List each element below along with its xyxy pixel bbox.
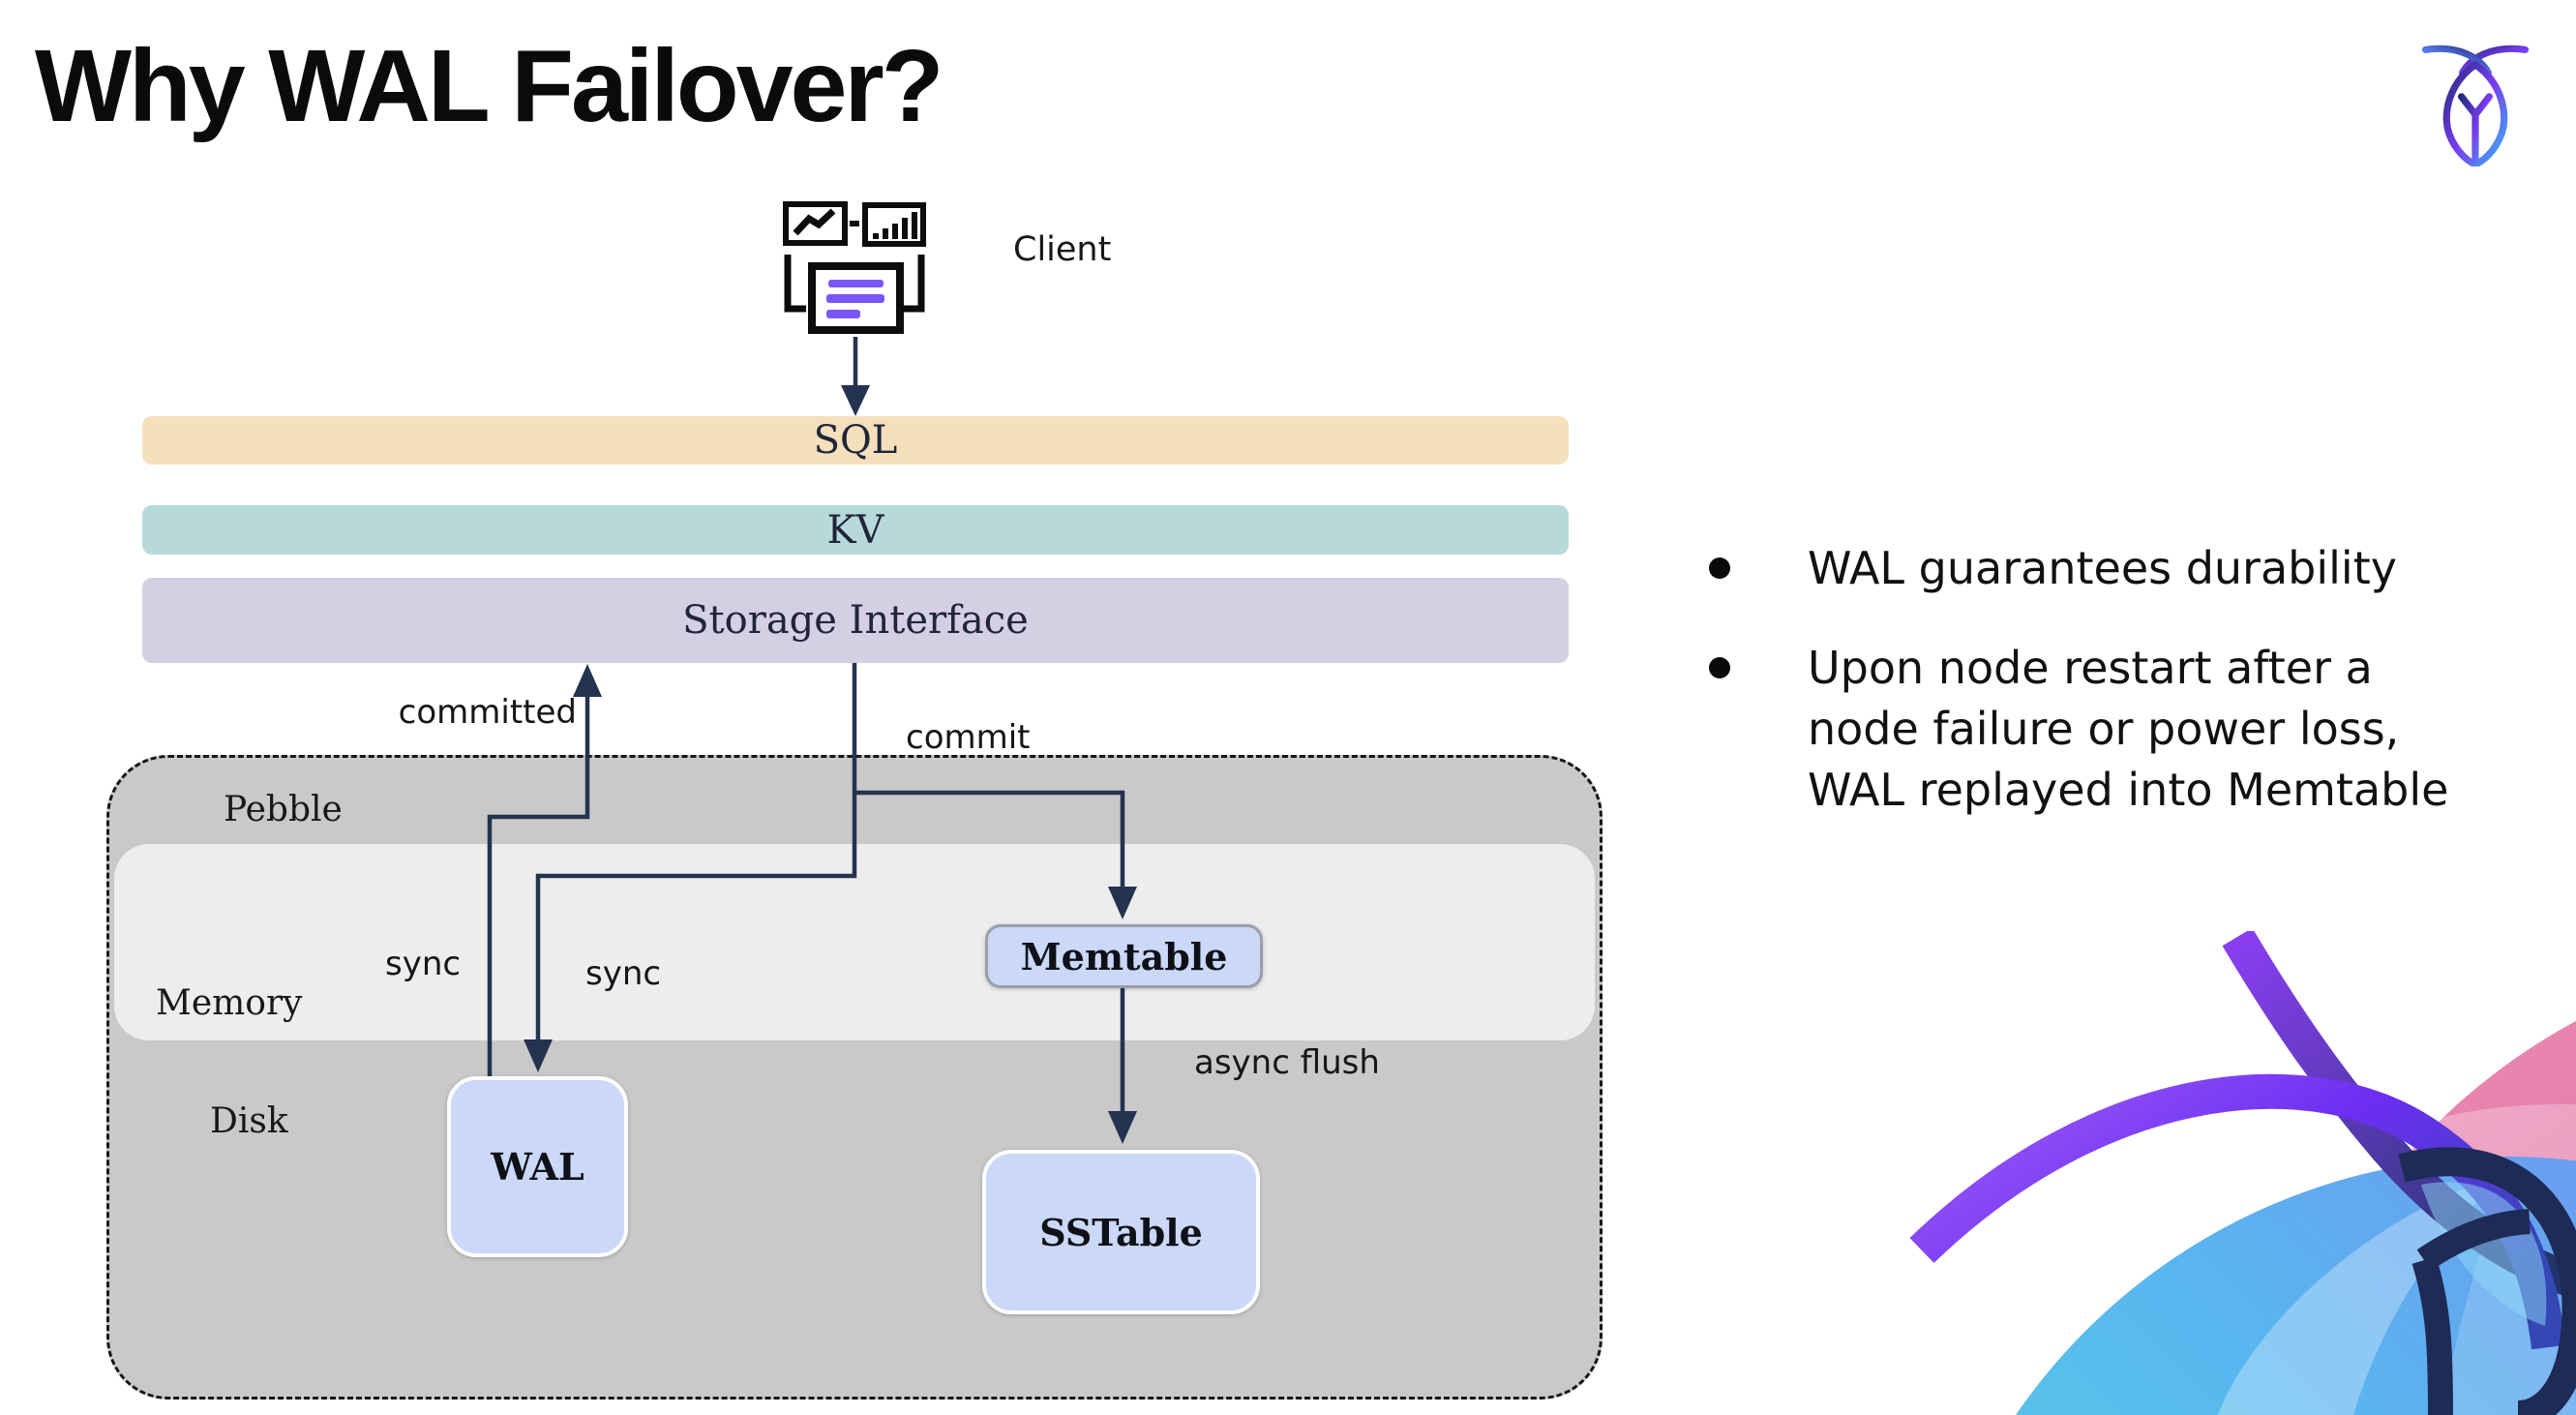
storage-interface-label: Storage Interface [682,598,1029,643]
wal-node: WAL [447,1076,628,1257]
pebble-label: Pebble [224,790,343,829]
dash-connector [850,221,859,226]
sstable-node: SSTable [982,1150,1260,1314]
disk-label: Disk [210,1101,288,1141]
async-flush-edge-label: async flush [1194,1043,1380,1082]
memtable-node: Memtable [985,924,1263,988]
bullet-line: WAL guarantees durability [1808,542,2397,594]
memory-label: Memory [156,983,303,1023]
client-devices-icon [783,201,926,334]
sstable-node-label: SSTable [1039,1210,1203,1254]
storage-interface-bar: Storage Interface [142,578,1569,663]
bullet-line: node failure or power loss, [1808,703,2400,755]
sync-down-edge-label: sync [585,954,662,993]
client-label: Client [1013,230,1112,269]
arrowhead-into-storage [573,664,602,697]
committed-edge-label: committed [398,693,577,732]
bullet-line: Upon node restart after a [1808,642,2373,694]
bullet-item: Upon node restart after a node failure o… [1686,638,2557,821]
wal-node-label: WAL [491,1145,584,1189]
memtable-node-label: Memtable [1020,934,1228,978]
cockroachdb-logo-icon [2421,45,2530,166]
sync-up-edge-label: sync [385,945,462,983]
bullet-list: WAL guarantees durability Upon node rest… [1686,538,2557,821]
sql-layer-bar: SQL [142,416,1569,465]
bullet-item: WAL guarantees durability [1686,538,2557,599]
sql-layer-label: SQL [813,418,898,463]
brand-art-corner [1909,931,2576,1415]
bullet-line: WAL replayed into Memtable [1808,764,2449,816]
arrowhead-into-sql [841,385,870,416]
page-title: Why WAL Failover? [35,29,944,143]
kv-layer-bar: KV [142,505,1569,555]
memory-band [114,844,1595,1040]
commit-edge-label: commit [906,718,1031,757]
kv-layer-label: KV [826,507,884,553]
